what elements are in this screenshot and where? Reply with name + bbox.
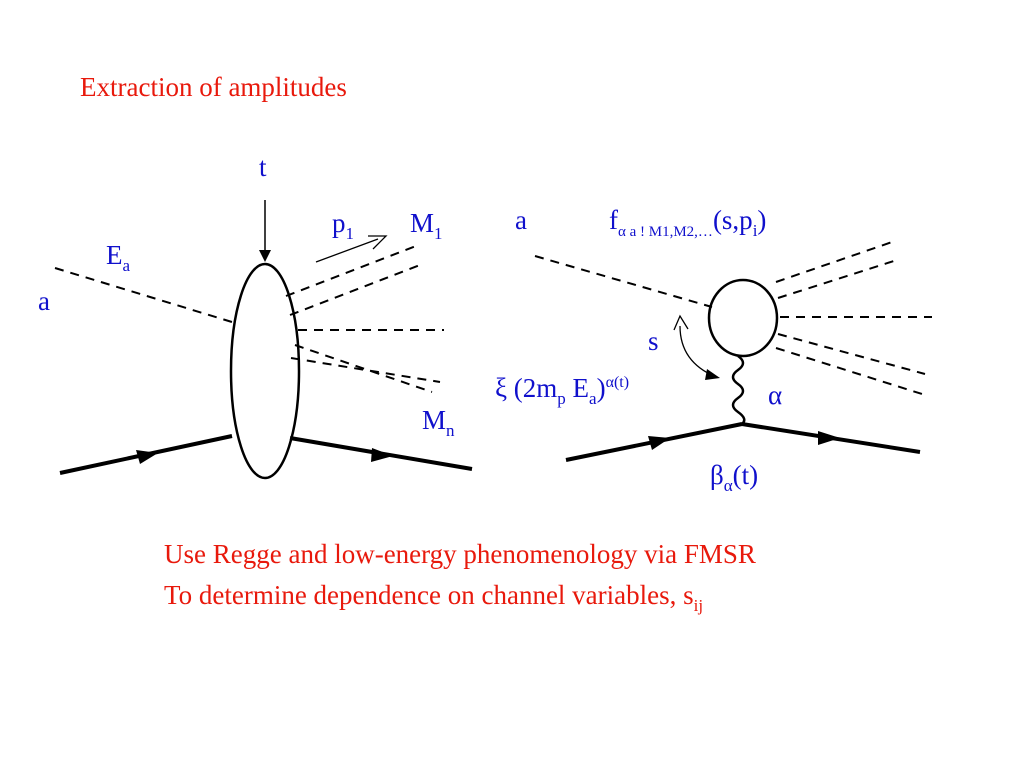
p1-label: p1 xyxy=(332,208,354,243)
a-label-right: a xyxy=(515,205,527,235)
slide-title: Extraction of amplitudes xyxy=(80,72,347,102)
s-curved-arrow-head xyxy=(673,314,689,331)
r-outgoing-dashed-1 xyxy=(775,240,896,283)
left-diagram xyxy=(54,200,473,480)
mn-label: Mn xyxy=(422,405,455,440)
outgoing-dashed-5 xyxy=(290,357,441,383)
regge-factor-label: ξ (2mp Ea)α(t) xyxy=(495,373,630,408)
incoming-arrow-head xyxy=(136,450,158,464)
s-curved-arrow-tail-head xyxy=(705,369,720,380)
alpha-label: α xyxy=(768,380,783,410)
s-label: s xyxy=(648,326,659,356)
beta-label: βα(t) xyxy=(710,460,759,495)
incoming-dashed-line-a-right xyxy=(534,255,713,308)
p1-arrow-shaft xyxy=(315,238,379,263)
reggeon-wavy-line xyxy=(731,354,746,425)
note-line-1: Use Regge and low-energy phenomenology v… xyxy=(164,539,756,569)
outgoing-dashed-1 xyxy=(285,245,417,297)
r-outgoing-arrow-head xyxy=(818,431,840,445)
r-outgoing-dashed-2 xyxy=(777,259,898,299)
r-incoming-arrow-head xyxy=(648,436,670,450)
incoming-dashed-line-a xyxy=(54,267,233,323)
outgoing-dashed-2 xyxy=(289,264,421,316)
p1-arrow-head xyxy=(368,235,388,250)
outgoing-dashed-4 xyxy=(294,344,433,393)
amplitude-f-label: fα a ! M1,M2,…(s,pi) xyxy=(609,205,767,240)
reggeon-blob xyxy=(707,278,779,358)
t-label: t xyxy=(259,152,267,182)
a-label-left: a xyxy=(38,286,50,316)
t-arrow-head xyxy=(259,250,271,262)
ea-label: Ea xyxy=(106,240,131,275)
m1-label: M1 xyxy=(410,208,443,243)
outgoing-arrow-head xyxy=(371,448,393,462)
interaction-blob xyxy=(229,262,301,480)
r-outgoing-dashed-5 xyxy=(775,347,923,395)
right-diagram xyxy=(534,240,932,462)
r-outgoing-dashed-4 xyxy=(777,333,926,375)
note-line-2: To determine dependence on channel varia… xyxy=(164,580,704,615)
